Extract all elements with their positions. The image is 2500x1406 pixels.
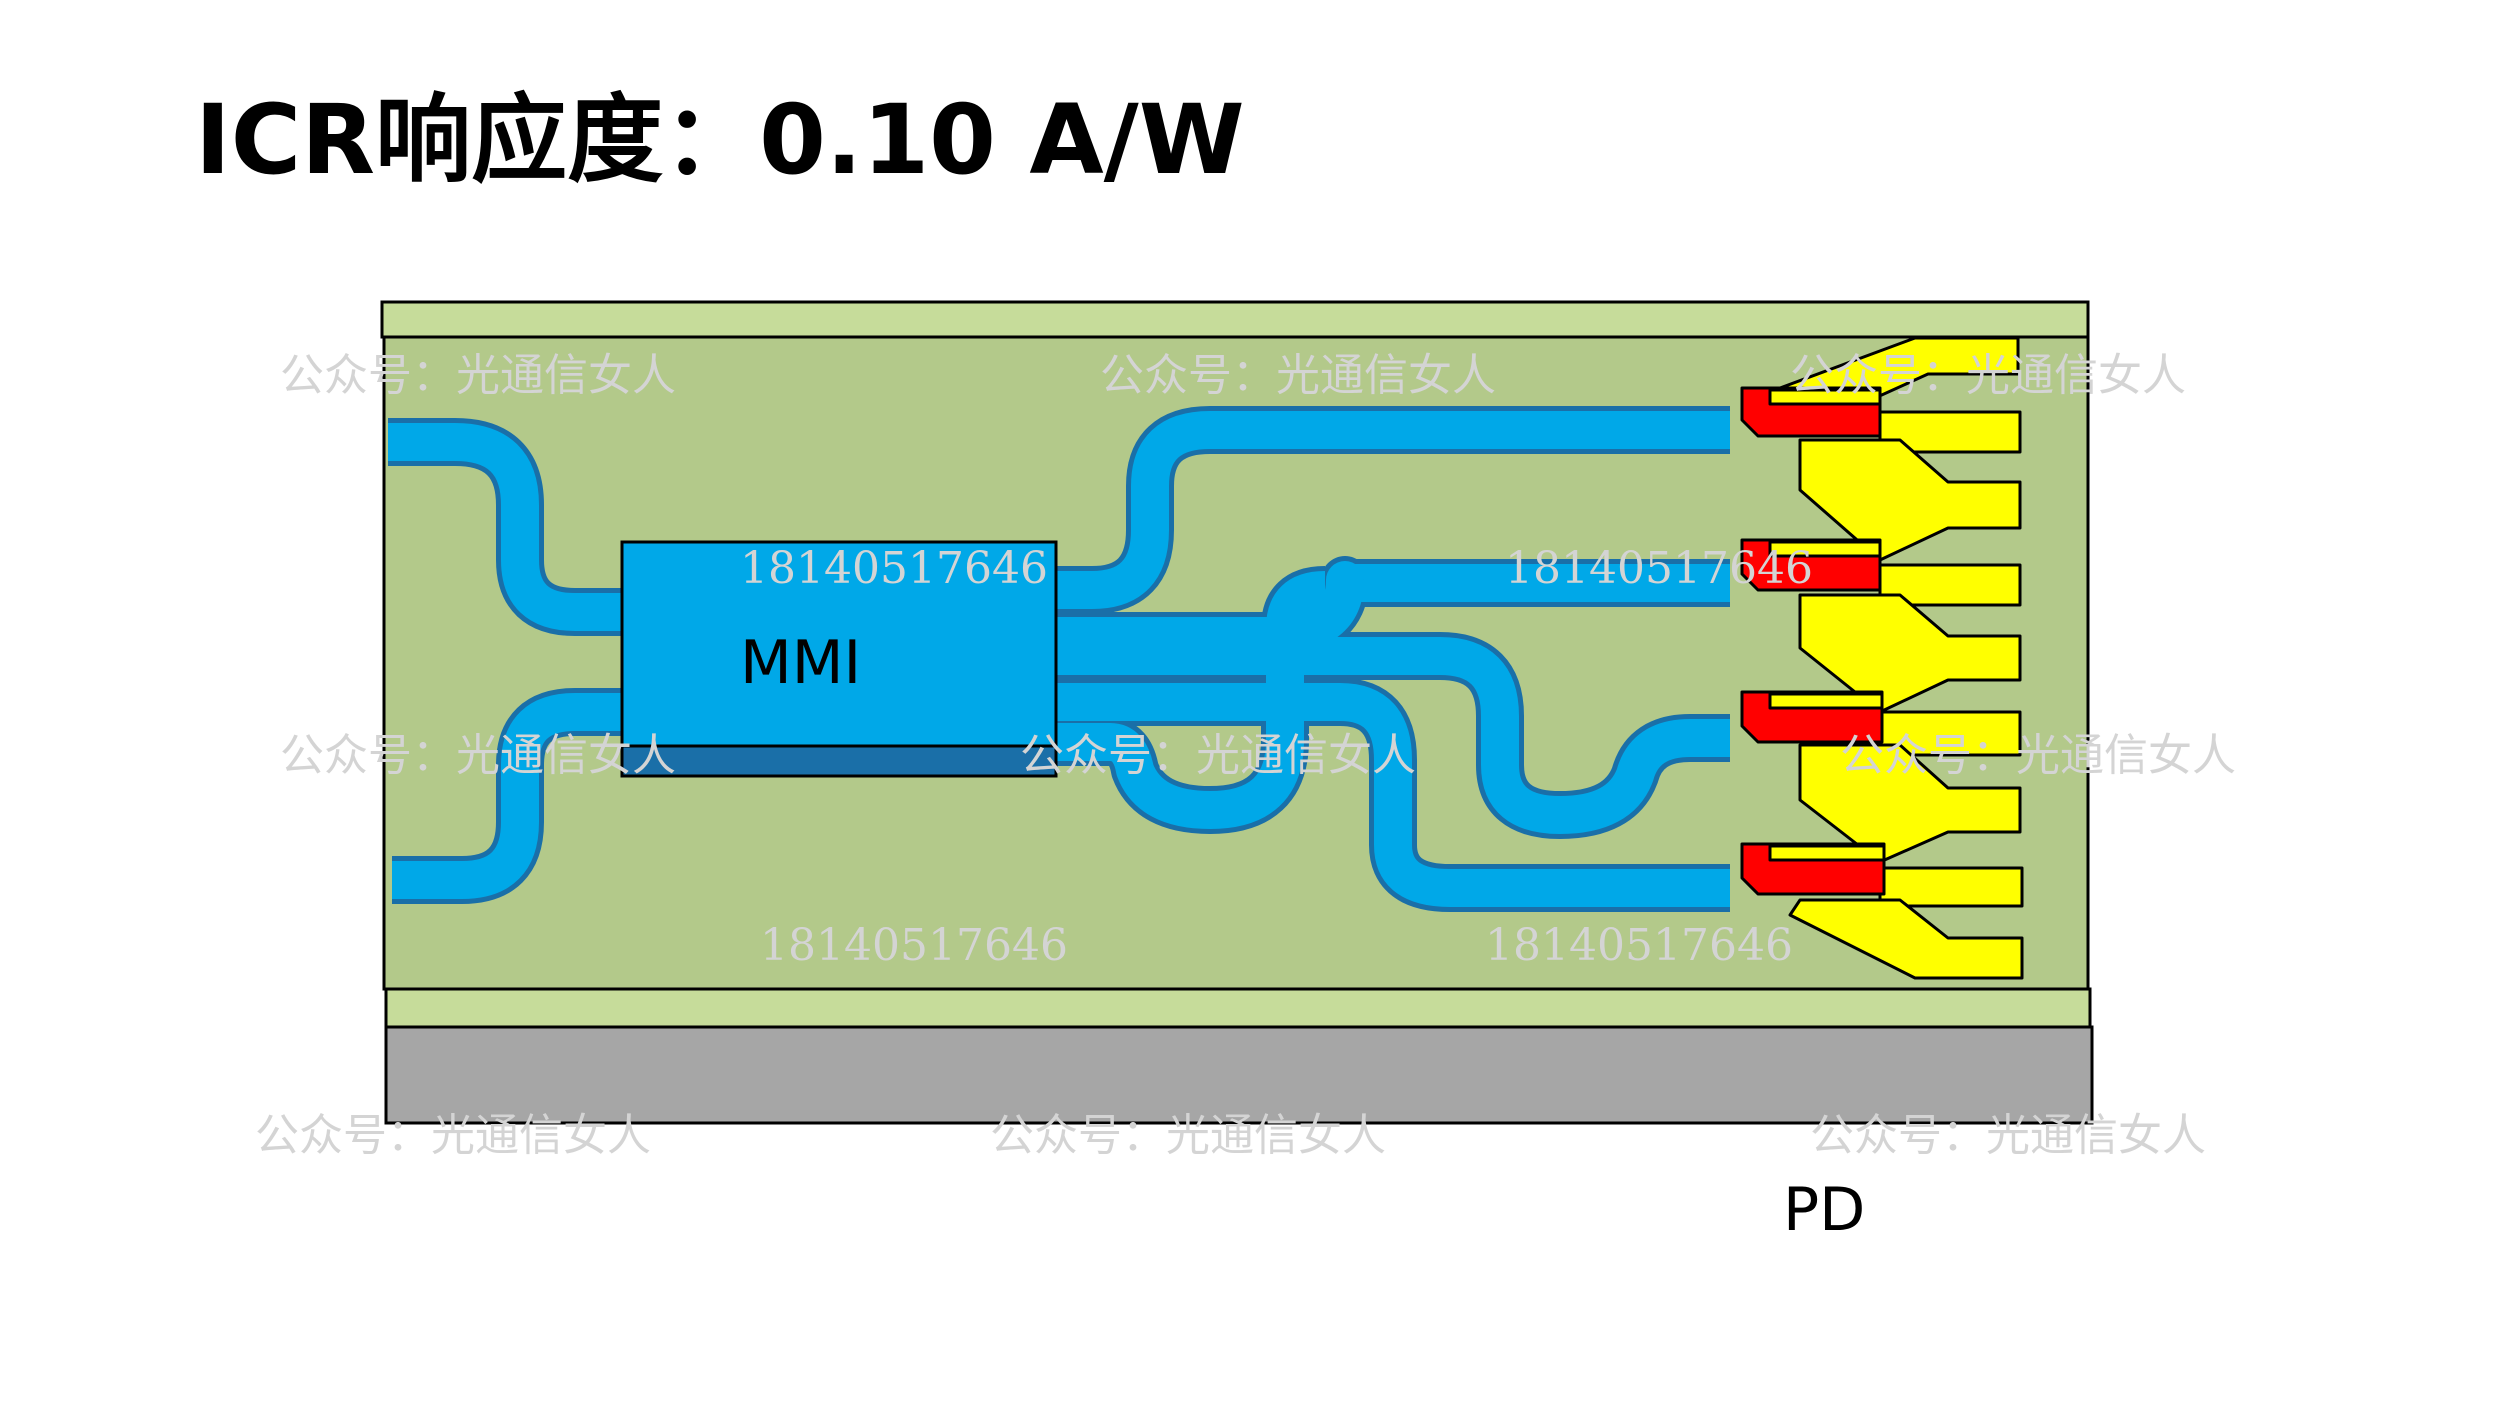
watermark-phone: 18140517646: [1505, 543, 1813, 594]
mmi-block: [620, 540, 1058, 778]
substrate-top-face: [380, 300, 2090, 339]
mmi-label: MMI: [740, 628, 861, 698]
electrode-pad-4: [1878, 563, 2022, 607]
substrate-edge: [384, 987, 2092, 1029]
watermark-account: 公众号：光通信女人: [1810, 1110, 2206, 1161]
waveguides: [388, 406, 1730, 912]
input-waveguide-top: [388, 423, 625, 631]
watermark-phone: 18140517646: [740, 543, 1048, 594]
watermark-account: 公众号：光通信女人: [1020, 730, 1416, 781]
electrode-pad-7: [1798, 743, 2022, 864]
photodiode-4: [1740, 842, 1886, 896]
watermark-account: 公众号：光通信女人: [280, 730, 676, 781]
output-waveguide-1: [1048, 411, 1730, 609]
base-layer: [384, 1025, 2094, 1125]
watermarks: 公众号：光通信女人 公众号：光通信女人 公众号：光通信女人 公众号：光通信女人 …: [255, 350, 2236, 1161]
input-waveguide-bottom: [392, 693, 625, 899]
watermark-phone: 18140517646: [1485, 920, 1793, 971]
output-waveguide-3: [1048, 637, 1730, 834]
watermark-phone: 18140517646: [760, 920, 1068, 971]
electrode-pad-3: [1798, 438, 2022, 562]
photodiodes: [1740, 386, 1886, 896]
output-waveguide-4: [1048, 683, 1730, 907]
photodiode-3: [1740, 690, 1884, 744]
electrode-pad-9: [1788, 898, 2024, 980]
pd-label: PD: [1783, 1175, 1865, 1245]
watermark-account: 公众号：光通信女人: [1840, 730, 2236, 781]
electrode-pad-5: [1798, 593, 2022, 714]
watermark-account: 公众号：光通信女人: [280, 350, 676, 401]
watermark-account: 公众号：光通信女人: [1790, 350, 2186, 401]
watermark-account: 公众号：光通信女人: [255, 1110, 651, 1161]
photodiode-2: [1740, 538, 1882, 592]
photodiode-1: [1740, 386, 1882, 438]
slide-title: ICR响应度：0.10 A/W: [195, 84, 1245, 196]
watermark-account: 公众号：光通信女人: [990, 1110, 1386, 1161]
mmi-top: [620, 540, 1058, 748]
crossing-waveguide: [1048, 571, 1326, 829]
watermark-account: 公众号：光通信女人: [1100, 350, 1496, 401]
mmi-side: [620, 744, 1058, 778]
